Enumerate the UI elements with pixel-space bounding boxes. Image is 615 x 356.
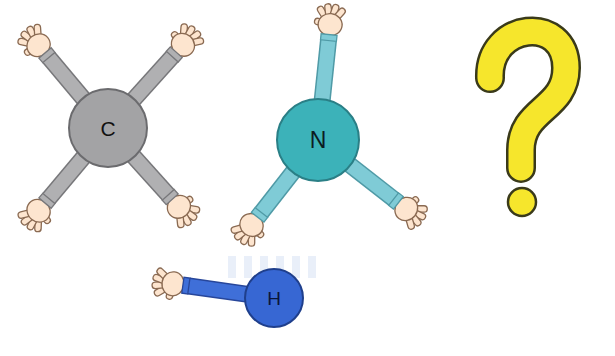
hand xyxy=(384,186,433,234)
atom-circle: H xyxy=(244,268,304,328)
hands xyxy=(12,2,433,302)
atom-circle: C xyxy=(68,88,148,168)
arms xyxy=(49,41,394,298)
hand xyxy=(14,189,62,238)
hand xyxy=(160,18,208,67)
hand xyxy=(227,203,275,252)
hand xyxy=(157,184,205,233)
question-mark xyxy=(490,31,566,216)
element-symbol: N xyxy=(310,129,327,152)
element-symbol: C xyxy=(100,118,115,139)
atom-circle: N xyxy=(276,98,360,182)
element-symbol: H xyxy=(267,289,281,308)
hand xyxy=(312,2,347,42)
hand xyxy=(12,19,60,68)
hand xyxy=(150,266,191,302)
